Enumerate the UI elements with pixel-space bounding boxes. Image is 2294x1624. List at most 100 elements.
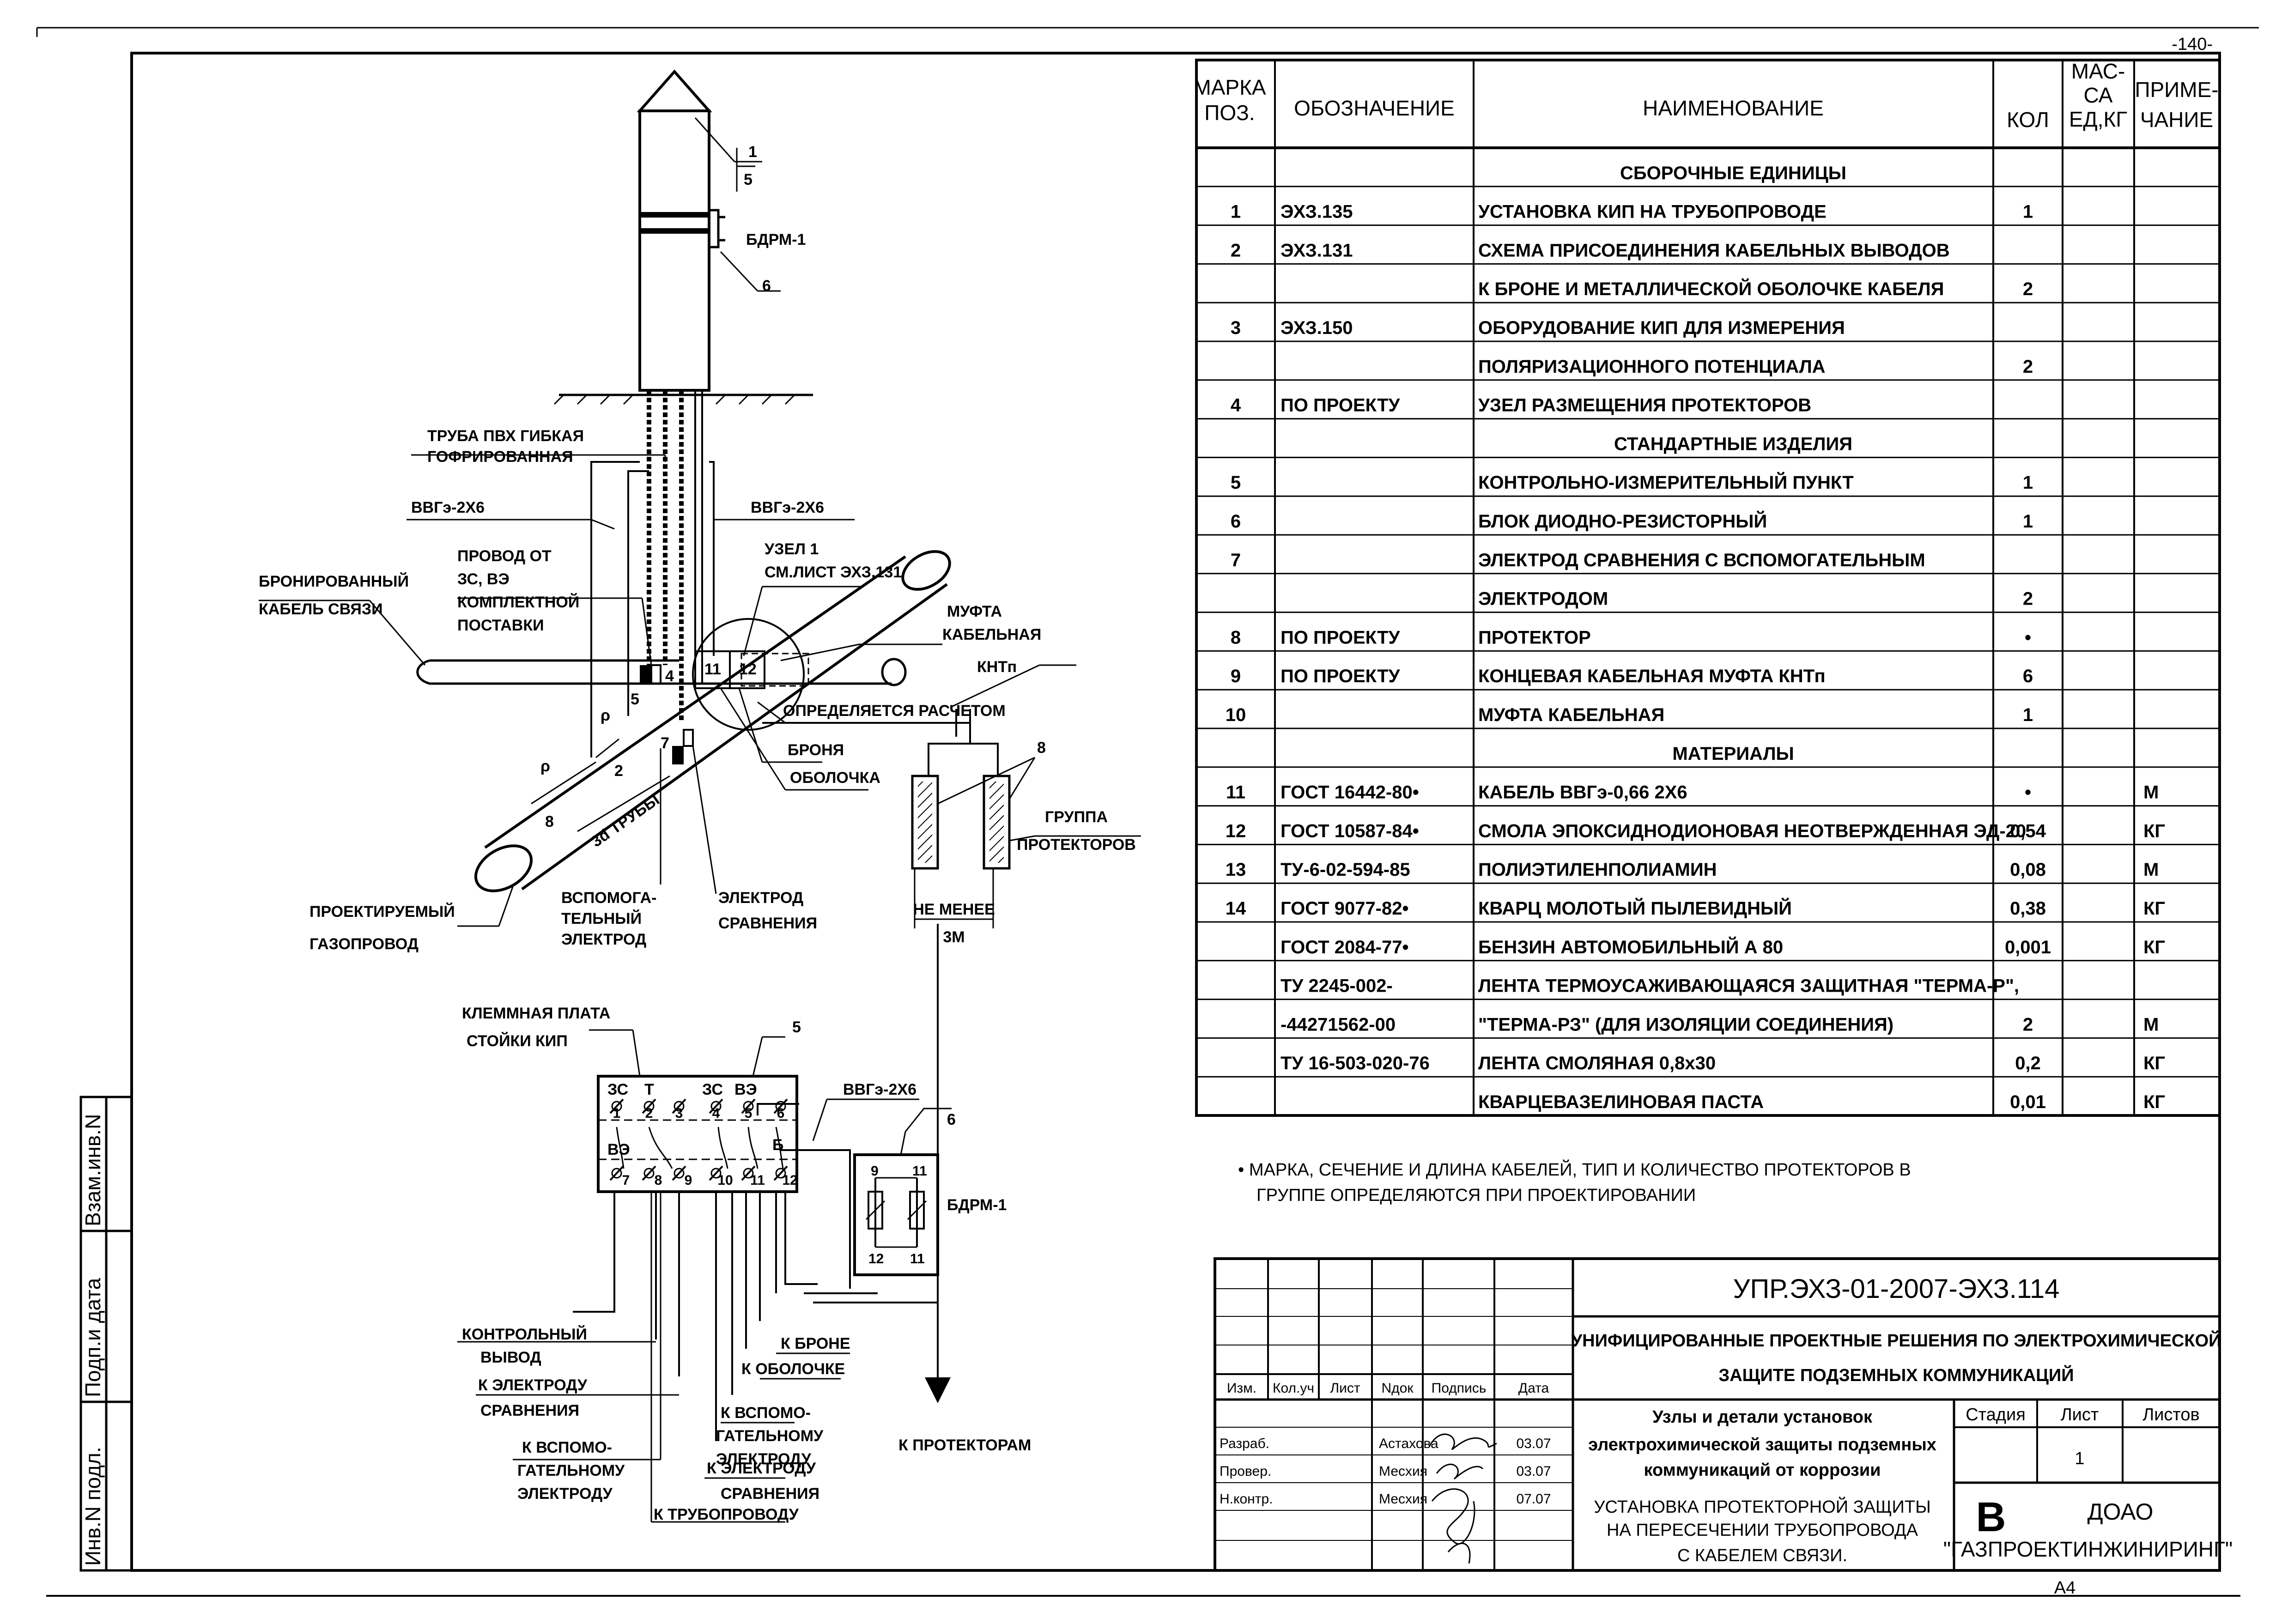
spec-row-name: МУФТА КАБЕЛЬНАЯ <box>1478 705 1664 725</box>
to-aux-electrode-m2: ГАТЕЛЬНОМУ <box>716 1427 824 1445</box>
to-aux-electrode-l3: ЭЛЕКТРОДУ <box>517 1485 613 1503</box>
spec-row-pos: 10 <box>1226 705 1246 725</box>
terminal-screw-bot <box>674 1168 685 1179</box>
spec-row-pos: 1 <box>1231 202 1241 222</box>
kntp-label: КНТп <box>977 658 1017 676</box>
terminal-screw-bot <box>611 1168 622 1179</box>
col-ndok: Nдок <box>1382 1381 1414 1396</box>
role-3: Н.контр. <box>1220 1491 1273 1507</box>
to-protectors: К ПРОТЕКТОРАМ <box>898 1436 1031 1454</box>
spec-row-name: ОБОРУДОВАНИЕ КИП ДЛЯ ИЗМЕРЕНИЯ <box>1478 318 1845 338</box>
org-line-1: ДОАО <box>2088 1499 2154 1525</box>
spec-row-pos: 6 <box>1231 511 1241 532</box>
spec-row-name: ЛЕНТА ТЕРМОУСАЖИВАЮЩАЯСЯ ЗАЩИТНАЯ "ТЕРМА… <box>1478 976 2019 996</box>
n4: 4 <box>665 667 674 685</box>
role-2: Провер. <box>1220 1464 1271 1479</box>
spec-row-des: ЭХЗ.131 <box>1281 240 1353 261</box>
spec-row-name: УЗЕЛ РАЗМЕЩЕНИЯ ПРОТЕКТОРОВ <box>1478 395 1811 416</box>
terminal-screw-top <box>743 1101 754 1112</box>
designed-pipeline-2: ГАЗОПРОВОД <box>310 935 419 953</box>
footnote-line-2: ГРУППЕ ОПРЕДЕЛЯЮТСЯ ПРИ ПРОЕКТИРОВАНИИ <box>1256 1186 1696 1205</box>
spec-row-qty: 6 <box>2023 666 2033 686</box>
plate-ve: ВЭ <box>734 1081 757 1098</box>
hdr-name: НАИМЕНОВАНИЕ <box>1643 96 1824 120</box>
org-logo: В <box>1976 1494 2006 1540</box>
spec-row-qty: 1 <box>2023 511 2033 532</box>
plate-t: Т <box>644 1081 654 1098</box>
armor-label: БРОНЯ <box>788 741 844 759</box>
spec-row-note: КГ <box>2143 898 2165 919</box>
spec-row-des: ТУ-6-02-594-85 <box>1281 860 1410 880</box>
test-post <box>637 69 781 392</box>
aux-electrode-2: ТЕЛЬНЫЙ <box>561 909 642 927</box>
side-stamp-inv: Инв.N подл. <box>81 1447 105 1566</box>
spec-row-qty: 0,38 <box>2010 898 2046 919</box>
node-1-label: УЗЕЛ 1 <box>765 540 819 558</box>
spec-row-qty: 1 <box>2023 202 2033 222</box>
hdr-mass-2: СА <box>2084 83 2113 107</box>
spec-row-name: СХЕМА ПРИСОЕДИНЕНИЯ КАБЕЛЬНЫХ ВЫВОДОВ <box>1478 240 1950 261</box>
role-1-name: Астахова <box>1379 1436 1438 1451</box>
spec-row-name: ЛЕНТА СМОЛЯНАЯ 0,8х30 <box>1478 1053 1716 1073</box>
spec-row-pos: 3 <box>1231 318 1241 338</box>
plate-zs-1: ЗС <box>607 1081 628 1098</box>
plate-zs-2: ЗС <box>702 1081 723 1098</box>
spec-row-pos: 4 <box>1231 395 1241 416</box>
spec-row-name: СТАНДАРТНЫЕ ИЗДЕЛИЯ <box>1614 434 1852 454</box>
hdr-note-1: ПРИМЕ- <box>2135 78 2218 102</box>
wiring-vvg: ВВГэ-2Х6 <box>843 1081 916 1098</box>
org-line-2: "ГАЗПРОЕКТИНЖИНИРИНГ" <box>1943 1537 2233 1561</box>
node-1-circle <box>692 618 805 731</box>
ref-electrode-2: СРАВНЕНИЯ <box>718 915 817 932</box>
role-3-date: 07.07 <box>1516 1491 1551 1507</box>
spec-row-qty: 0,001 <box>2005 937 2051 957</box>
vvg-right: ВВГэ-2Х6 <box>751 499 824 516</box>
wire-from-1: ПРОВОД ОТ <box>457 547 552 565</box>
ref-electrode <box>683 729 694 747</box>
sheets-label: Листов <box>2142 1405 2199 1424</box>
terminal-screw-bot <box>775 1168 786 1179</box>
wire-from-2: ЗС, ВЭ <box>457 570 510 588</box>
control-output-1: КОНТРОЛЬНЫЙ <box>462 1325 587 1343</box>
spec-row-name: БЛОК ДИОДНО-РЕЗИСТОРНЫЙ <box>1478 510 1767 532</box>
protector-group-2: ПРОТЕКТОРОВ <box>1017 836 1136 854</box>
hdr-qty: КОЛ <box>2007 108 2049 132</box>
coupling-1: МУФТА <box>947 603 1002 620</box>
armored-cable-2: КАБЕЛЬ СВЯЗИ <box>259 600 383 618</box>
terminal-screw-top <box>674 1101 685 1112</box>
node-n12: 12 <box>739 661 757 678</box>
spec-row-pos: 8 <box>1231 627 1241 648</box>
spec-row-des: -44271562-00 <box>1281 1014 1396 1035</box>
n7: 7 <box>661 734 669 752</box>
terminal-screw-bot <box>710 1168 722 1179</box>
signatures <box>1429 1433 1497 1564</box>
role-1: Разраб. <box>1220 1436 1269 1451</box>
spec-row-name: ЭЛЕКТРОД СРАВНЕНИЯ С ВСПОМОГАТЕЛЬНЫМ <box>1478 550 1925 570</box>
spec-row-pos: 5 <box>1231 473 1241 493</box>
spec-row-name: КАБЕЛЬ ВВГэ-0,66 2Х6 <box>1478 782 1687 803</box>
wire-from-4: ПОСТАВКИ <box>457 617 544 634</box>
to-ref-electrode-l1: К ЭЛЕКТРОДУ <box>478 1376 588 1394</box>
ref-electrode-1: ЭЛЕКТРОД <box>718 889 803 907</box>
n5: 5 <box>631 691 639 708</box>
bdrm-term-9: 9 <box>871 1163 879 1179</box>
terminal-top-3: 3 <box>675 1106 683 1121</box>
spec-row-name: "ТЕРМА-РЗ" (ДЛЯ ИЗОЛЯЦИИ СОЕДИНЕНИЯ) <box>1478 1014 1893 1035</box>
to-ref-electrode-m2: СРАВНЕНИЯ <box>721 1485 819 1503</box>
terminal-screw-top <box>611 1101 622 1112</box>
terminal-screw-top <box>775 1101 786 1112</box>
col-izm: Изм. <box>1227 1381 1256 1396</box>
col-date: Дата <box>1518 1381 1549 1396</box>
spec-row-name: КВАРЦ МОЛОТЫЙ ПЫЛЕВИДНЫЙ <box>1478 897 1792 919</box>
spec-row-pos: 11 <box>1226 782 1245 803</box>
spec-row-note: М <box>2143 860 2159 880</box>
spec-row-name: ПРОТЕКТОР <box>1478 627 1591 648</box>
role-3-name: Месхия <box>1379 1491 1427 1507</box>
to-pipeline: К ТРУБОПРОВОДУ <box>654 1506 799 1523</box>
footnote-line-1: • МАРКА, СЕЧЕНИЕ И ДЛИНА КАБЕЛЕЙ, ТИП И … <box>1238 1159 1911 1180</box>
spec-row-name: ПОЛИЭТИЛЕНПОЛИАМИН <box>1478 860 1717 880</box>
protector-group-1: ГРУППА <box>1045 808 1108 826</box>
spec-row-qty: 0,2 <box>2015 1053 2041 1073</box>
spec-row-name: К БРОНЕ И МЕТАЛЛИЧЕСКОЙ ОБОЛОЧКЕ КАБЕЛЯ <box>1478 278 1944 299</box>
terminal-top-1: 1 <box>613 1106 621 1121</box>
